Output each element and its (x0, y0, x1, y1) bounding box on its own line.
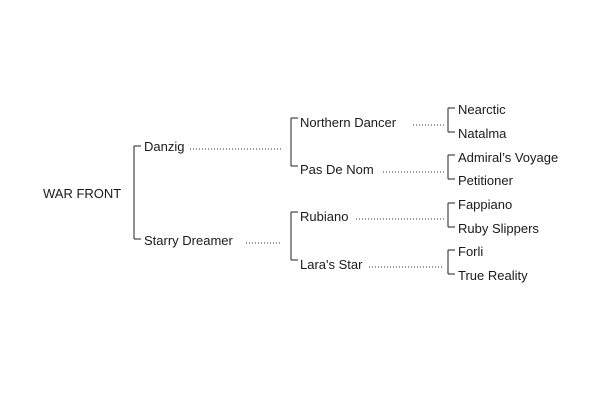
pedigree-node-sire-dam: Pas De Nom (300, 162, 444, 177)
sire-dam-sire-name: Admiral’s Voyage (458, 150, 558, 165)
dam-name: Starry Dreamer (144, 233, 234, 248)
bracket-dam-dam (447, 249, 455, 275)
sire-dam-dam-name: Petitioner (458, 173, 514, 188)
sire-name: Danzig (144, 139, 184, 154)
sire-sire-name: Northern Dancer (300, 115, 397, 130)
dam-sire-name: Rubiano (300, 209, 348, 224)
pedigree-node-dam-sire: Rubiano (300, 209, 444, 224)
subject-name: WAR FRONT (43, 186, 121, 201)
dam-dam-name: Lara's Star (300, 257, 363, 272)
sire-dam-name: Pas De Nom (300, 162, 374, 177)
bracket-dam (290, 211, 298, 261)
bracket-sire-dam (447, 154, 455, 180)
bracket-sire (290, 117, 298, 167)
pedigree-node-sire-sire: Northern Dancer (300, 115, 444, 130)
dam-sire-dam-name: Ruby Slippers (458, 221, 539, 236)
bracket-subject (133, 145, 141, 240)
bracket-sire-sire (447, 107, 455, 133)
sire-sire-dam-name: Natalma (458, 126, 507, 141)
dam-dam-dam-name: True Reality (458, 268, 528, 283)
dam-sire-sire-name: Fappiano (458, 197, 512, 212)
sire-sire-sire-name: Nearctic (458, 102, 506, 117)
pedigree-node-dam-dam: Lara's Star (300, 257, 444, 272)
pedigree-node-dam: Starry Dreamer (144, 233, 281, 248)
dam-dam-sire-name: Forli (458, 244, 483, 259)
bracket-dam-sire (447, 202, 455, 228)
pedigree-node-sire: Danzig (144, 139, 281, 154)
